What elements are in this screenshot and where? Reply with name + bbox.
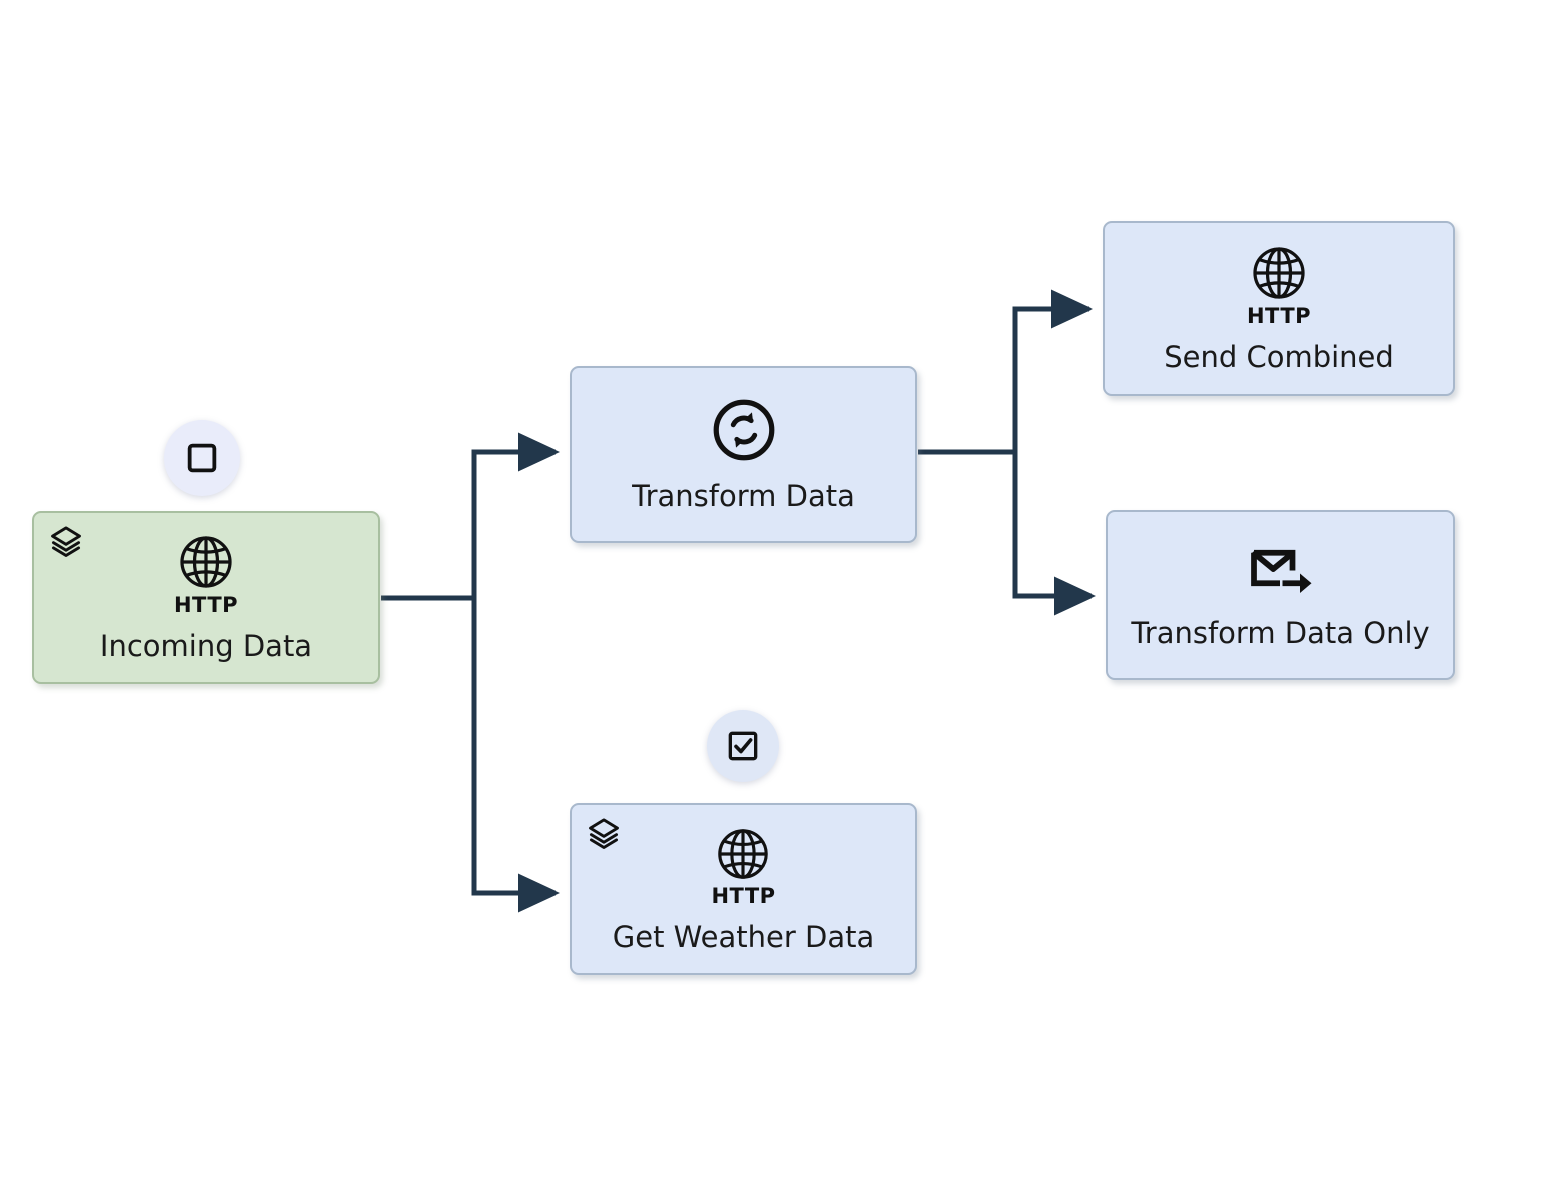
node-label: Incoming Data: [99, 629, 313, 663]
layers-icon: [589, 818, 619, 849]
edge-transform-to-send-combined: [918, 289, 1094, 455]
node-label: Transform Data: [632, 478, 855, 513]
stop-square-icon: [187, 443, 217, 473]
globe-http-icon: [180, 536, 232, 588]
node-icon-group: [711, 397, 777, 466]
node-send-combined[interactable]: HTTP Send Combined: [1103, 221, 1455, 396]
node-transform-data[interactable]: Transform Data: [570, 366, 917, 543]
edge-transform-to-transform-only: [918, 449, 1097, 616]
node-label: Transform Data Only: [1131, 616, 1430, 650]
node-icon-group: HTTP: [174, 532, 238, 616]
send-mail-icon: [1250, 549, 1311, 593]
status-badge-stop[interactable]: [164, 420, 240, 496]
edge-incoming-to-transform: [381, 432, 561, 601]
http-sublabel: HTTP: [1246, 304, 1312, 328]
node-get-weather-data[interactable]: HTTP Get Weather Data: [570, 803, 917, 975]
checkbox-checked-icon: [728, 731, 758, 761]
globe-http-icon: [718, 828, 769, 879]
status-badge-checkbox[interactable]: [707, 710, 779, 782]
layers-icon: [51, 526, 81, 557]
edge-incoming-to-weather: [381, 595, 561, 913]
globe-http-icon: [1253, 247, 1305, 299]
node-icon-group: HTTP: [711, 825, 775, 907]
node-icon-group: [1245, 540, 1317, 603]
node-transform-data-only[interactable]: Transform Data Only: [1106, 510, 1455, 680]
node-label: Get Weather Data: [612, 919, 875, 954]
node-icon-group: HTTP: [1247, 243, 1311, 327]
node-label: Send Combined: [1164, 340, 1394, 374]
http-sublabel: HTTP: [173, 593, 239, 617]
http-sublabel: HTTP: [711, 883, 776, 908]
node-incoming-data[interactable]: HTTP Incoming Data: [32, 511, 380, 684]
refresh-sync-icon: [713, 399, 774, 460]
